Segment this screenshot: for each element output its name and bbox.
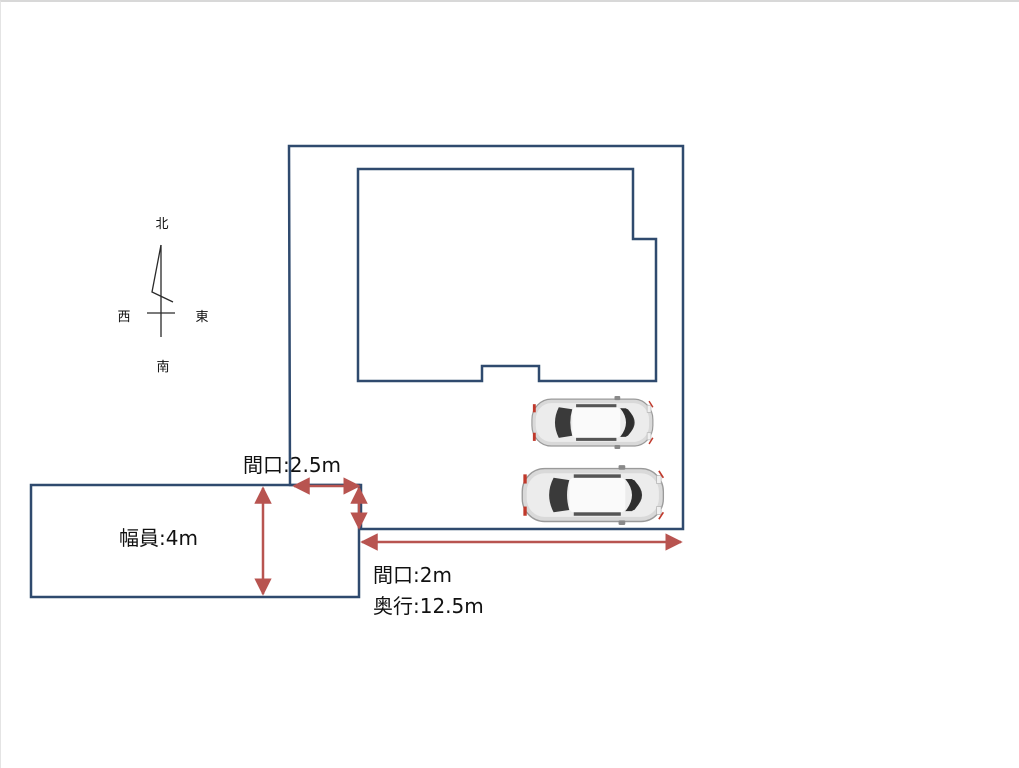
road-outline bbox=[29, 483, 361, 599]
frontage-top-label: 間口:2.5m bbox=[243, 453, 341, 477]
car-top-view-icon bbox=[531, 395, 654, 450]
car-top-view-icon bbox=[521, 464, 665, 526]
compass-east-label: 東 bbox=[195, 309, 208, 325]
compass-west-label: 西 bbox=[117, 310, 130, 325]
compass-north-label: 北 bbox=[155, 217, 168, 232]
compass: 北 西 東 南 bbox=[117, 217, 208, 375]
frontage-bottom-label: 間口:2m bbox=[373, 563, 452, 587]
depth-label: 奥行:12.5m bbox=[373, 594, 484, 618]
compass-south-label: 南 bbox=[156, 359, 169, 375]
road-width-label: 幅員:4m bbox=[119, 526, 198, 550]
building-outline bbox=[356, 167, 658, 383]
north-arrow-icon bbox=[151, 244, 174, 303]
